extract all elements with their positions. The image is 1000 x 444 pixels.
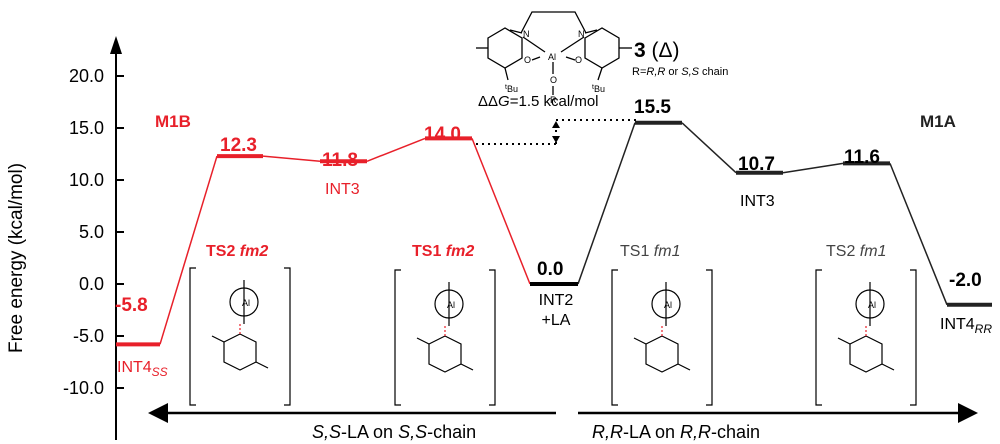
- ts-structure: Al: [189, 267, 291, 406]
- path-label-m1a: M1A: [920, 112, 956, 131]
- direction-label-ss: S,S-LA on S,S-chain: [312, 422, 476, 442]
- value-int4rr: -2.0: [949, 270, 982, 291]
- ts-al-label: Al: [447, 300, 455, 310]
- ts-structure: Al: [611, 269, 713, 406]
- connector-m1b: [471, 138, 531, 285]
- ts-label-ts1-fm1: TS1 fm1: [620, 243, 680, 260]
- ts-al-label: Al: [868, 300, 876, 310]
- catalyst-r: R: [550, 95, 557, 105]
- ddg-dotted-line-2: [555, 119, 636, 144]
- y-tick-label: -10.0: [63, 378, 104, 398]
- ts-structure: Al: [394, 269, 496, 406]
- value-int2: 0.0: [537, 259, 563, 280]
- ts-al-label: Al: [664, 300, 672, 310]
- catalyst-o-bottom: O: [550, 75, 557, 85]
- catalyst-n-left: N: [523, 29, 530, 39]
- y-axis-label: Free energy (kcal/mol): [6, 163, 27, 353]
- catalyst-o-right: O: [575, 55, 582, 65]
- value-int3-m1b: 11.8: [322, 150, 358, 171]
- y-tick-label: 0.0: [79, 274, 104, 294]
- ddg-label: ΔΔG=1.5 kcal/mol: [478, 93, 599, 110]
- y-tick-label: 20.0: [69, 66, 104, 86]
- catalyst-bu-right: tBu: [592, 84, 605, 94]
- connector-m1b: [366, 137, 426, 162]
- ts-label-ts2-fm2: TS2 fm2: [206, 243, 268, 260]
- y-tick-label: 15.0: [69, 118, 104, 138]
- path-label-m1b: M1B: [155, 112, 191, 131]
- label-int3-m1b: INT3: [325, 181, 360, 198]
- value-int3-m1a: 10.7: [738, 154, 775, 175]
- catalyst-al: Al: [548, 52, 556, 62]
- y-tick-label: 10.0: [69, 170, 104, 190]
- connector-lines: [159, 122, 948, 345]
- ts-al-label: Al: [242, 298, 250, 308]
- ts-structures: Al Al Al Al: [189, 267, 917, 406]
- catalyst-n-right: N: [578, 29, 585, 39]
- ddg-arrow-up: [552, 121, 560, 128]
- connector-m1a: [889, 163, 948, 306]
- ts-structure: Al: [815, 269, 917, 406]
- label-int2-line1: INT2: [539, 292, 574, 309]
- label-int3-m1a: INT3: [740, 193, 775, 210]
- connector-m1a: [681, 122, 737, 174]
- value-ts2-fm2: 12.3: [220, 135, 257, 156]
- direction-label-rr: R,R-LA on R,R-chain: [592, 422, 760, 442]
- ts-label-ts2-fm1: TS2 fm1: [826, 243, 886, 260]
- energy-levels: [116, 120, 992, 347]
- y-ticks: 20.0 15.0 10.0 5.0 0.0 -5.0 -10.0: [63, 66, 124, 398]
- connector-m1b: [262, 155, 321, 163]
- y-tick-label: -5.0: [73, 326, 104, 346]
- connector-m1a: [577, 122, 636, 285]
- label-int4rr: INT4RR: [940, 316, 992, 336]
- label-int2-line2: +LA: [542, 312, 571, 329]
- ddg-arrow-down: [552, 136, 560, 143]
- value-ts1-fm1: 15.5: [634, 97, 671, 118]
- catalyst-structure: [476, 11, 632, 95]
- y-axis-arrowhead: [110, 36, 122, 54]
- connector-m1b: [159, 155, 218, 345]
- ts-label-ts1-fm2: TS1 fm2: [412, 243, 474, 260]
- value-ts2-fm1: 11.6: [844, 147, 880, 168]
- connector-m1a: [782, 162, 844, 174]
- label-int4ss: INT4SS: [117, 359, 168, 379]
- catalyst-bu-left: tBu: [505, 84, 518, 94]
- catalyst-r-caption: R=R,R or S,S chain: [632, 66, 728, 78]
- value-ts1-fm2: 14.0: [424, 124, 461, 145]
- y-tick-label: 5.0: [79, 222, 104, 242]
- catalyst-number: 3 (Δ): [634, 39, 680, 62]
- value-int4ss: -5.8: [115, 295, 148, 316]
- catalyst-o-left: O: [524, 55, 531, 65]
